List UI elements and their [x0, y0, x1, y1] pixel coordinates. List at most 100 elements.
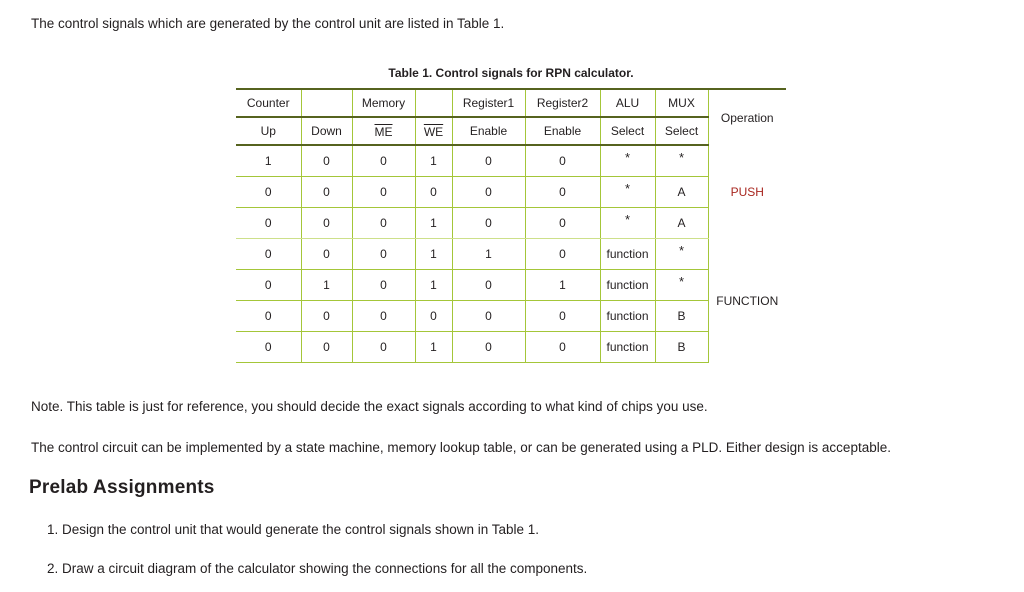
- cell-register1: 0: [452, 145, 526, 177]
- table-row: 0 0 0 0 0 0 function B: [236, 300, 786, 332]
- header-signal-down: Down: [301, 117, 353, 146]
- cell-alu: function: [600, 331, 656, 363]
- cell-me: 0: [352, 331, 416, 363]
- cell-mux: B: [655, 300, 709, 332]
- cell-up: 0: [236, 207, 302, 239]
- cell-up: 0: [236, 269, 302, 301]
- cell-mux: *: [655, 238, 709, 270]
- cell-register2: 0: [525, 300, 601, 332]
- cell-we: 1: [415, 207, 453, 239]
- cell-mux: B: [655, 331, 709, 363]
- header-operation: Operation: [720, 110, 774, 125]
- cell-register1: 0: [452, 331, 526, 363]
- cell-alu-value: *: [624, 150, 631, 165]
- cell-up: 1: [236, 145, 302, 177]
- cell-register2: 0: [525, 238, 601, 270]
- table-row: 0 1 0 1 0 1 function *: [236, 269, 786, 301]
- cell-down: 1: [301, 269, 353, 301]
- cell-we: 1: [415, 238, 453, 270]
- header-register2: Register2: [525, 89, 601, 118]
- header-memory: Memory: [352, 89, 416, 118]
- table-header-groups: Counter Memory Register1 Register2 ALU M…: [236, 89, 786, 125]
- cell-alu-value: *: [624, 181, 631, 196]
- task-item-1: 1. Design the control unit that would ge…: [47, 522, 540, 537]
- cell-we: 1: [415, 269, 453, 301]
- cell-down: 0: [301, 176, 353, 208]
- header-signal-we: WE: [415, 117, 453, 146]
- cell-alu: *: [600, 207, 656, 239]
- note-paragraph: Note. This table is just for reference, …: [31, 399, 708, 414]
- cell-mux: *: [655, 269, 709, 301]
- cell-me: 0: [352, 145, 416, 177]
- section-heading: . Prelab Assignments: [0, 477, 400, 501]
- table-caption: Table 1. Control signals for RPN calcula…: [388, 66, 634, 80]
- cell-me: 0: [352, 238, 416, 270]
- cell-down: 0: [301, 331, 353, 363]
- cell-up: 0: [236, 331, 302, 363]
- header-register1: Register1: [452, 89, 526, 118]
- cell-down: 0: [301, 300, 353, 332]
- cell-we: 0: [415, 300, 453, 332]
- cell-mux: A: [655, 207, 709, 239]
- cell-alu: function: [600, 238, 656, 270]
- cell-we: 1: [415, 331, 453, 363]
- cell-mux-value: *: [678, 150, 685, 165]
- cell-register2: 0: [525, 176, 601, 208]
- intro-paragraph: The control signals which are generated …: [31, 16, 505, 31]
- page-title: Prelab Assignments: [29, 477, 215, 498]
- cell-register1: 0: [452, 300, 526, 332]
- header-signal-register2-enable: Enable: [525, 117, 601, 146]
- cell-up: 0: [236, 176, 302, 208]
- cell-we: 0: [415, 176, 453, 208]
- header-counter-blank: [301, 89, 353, 118]
- cell-me: 0: [352, 269, 416, 301]
- cell-mux: A: [655, 176, 709, 208]
- task-item-2: 2. Draw a circuit diagram of the calcula…: [47, 561, 588, 576]
- cell-register2: 0: [525, 207, 601, 239]
- cell-operation-function: FUNCTION: [716, 293, 779, 308]
- header-signal-mux-select: Select: [655, 117, 709, 146]
- cell-me: 0: [352, 176, 416, 208]
- header-counter: Counter: [236, 89, 302, 118]
- cell-me: 0: [352, 300, 416, 332]
- cell-up: 0: [236, 238, 302, 270]
- cell-mux: *: [655, 145, 709, 177]
- cell-alu: *: [600, 176, 656, 208]
- header-alu: ALU: [600, 89, 656, 118]
- table-row: 0 0 0 0 0 0 * A: [236, 176, 786, 208]
- cell-register1: 0: [452, 176, 526, 208]
- cell-register2: 0: [525, 145, 601, 177]
- cell-register1: 0: [452, 269, 526, 301]
- table-row: 0 0 0 1 0 0 * A: [236, 207, 786, 239]
- table-row: 0 0 0 1 1 0 function * FUNCTION: [236, 238, 786, 308]
- table-row: 1 0 0 1 0 0 * * PUSH: [236, 145, 786, 199]
- header-signal-register1-enable: Enable: [452, 117, 526, 146]
- cell-alu: *: [600, 145, 656, 177]
- cell-me: 0: [352, 207, 416, 239]
- header-mux: MUX: [655, 89, 709, 118]
- table-row: 0 0 0 1 0 0 function B: [236, 331, 786, 363]
- cell-register2: 0: [525, 331, 601, 363]
- header-signal-up: Up: [236, 117, 302, 146]
- cell-alu: function: [600, 300, 656, 332]
- header-memory-blank: [415, 89, 453, 118]
- header-signal-we-label: WE: [423, 124, 444, 139]
- cell-alu: function: [600, 269, 656, 301]
- header-signal-me: ME: [352, 117, 416, 146]
- cell-mux-value: *: [678, 274, 685, 289]
- header-signal-me-label: ME: [374, 124, 393, 139]
- cell-we: 1: [415, 145, 453, 177]
- cell-alu-value: *: [624, 212, 631, 227]
- table-header-signals: Up Down ME WE Enable Enable Select Selec…: [236, 117, 786, 146]
- cell-register1: 1: [452, 238, 526, 270]
- cell-register1: 0: [452, 207, 526, 239]
- circuit-paragraph: The control circuit can be implemented b…: [31, 440, 891, 455]
- cell-up: 0: [236, 300, 302, 332]
- cell-down: 0: [301, 238, 353, 270]
- cell-register2: 1: [525, 269, 601, 301]
- cell-operation-push: PUSH: [730, 184, 764, 199]
- cell-down: 0: [301, 145, 353, 177]
- header-signal-alu-select: Select: [600, 117, 656, 146]
- control-signals-table: Counter Memory Register1 Register2 ALU M…: [236, 88, 786, 363]
- cell-mux-value: *: [678, 243, 685, 258]
